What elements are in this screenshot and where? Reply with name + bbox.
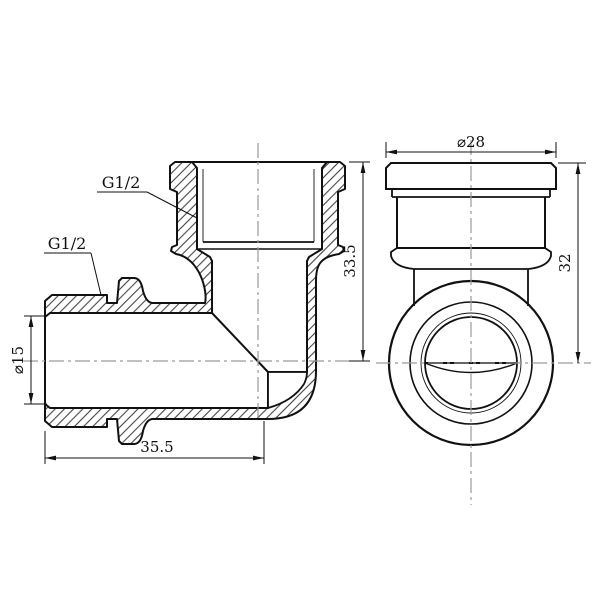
- centerlines: [23, 140, 591, 505]
- socket-skirt: [390, 247, 552, 270]
- leader-thread-top: [97, 191, 198, 219]
- socket-diameter-text: ⌀28: [457, 133, 485, 151]
- thread-label-top: G1/2: [102, 173, 141, 192]
- dim-body-length: [44, 421, 265, 464]
- leader-thread-side: [44, 252, 102, 296]
- arrow-left-icon: [386, 149, 397, 155]
- dim-side-height: [558, 162, 586, 363]
- bore-back-edge-arc: [424, 362, 518, 374]
- arrow-down-icon: [28, 393, 34, 404]
- body-length-text: 35.5: [140, 438, 173, 456]
- body-height-text: 33.5: [341, 244, 359, 277]
- arrow-up-icon: [28, 316, 34, 327]
- neck-walls: [413, 269, 529, 306]
- dim-body-height: [349, 161, 370, 362]
- arrow-down-icon: [360, 350, 366, 361]
- arrow-right-icon: [545, 149, 556, 155]
- corner-pocket: [267, 371, 308, 409]
- dim-socket-diameter: [385, 142, 557, 158]
- arrow-down-icon: [575, 352, 581, 363]
- bore-diameter-text: ⌀15: [9, 346, 27, 374]
- arrow-left-icon: [45, 455, 56, 461]
- arrow-up-icon: [575, 163, 581, 174]
- side-height-text: 32: [556, 253, 574, 272]
- bore-transition-edge: [211, 312, 269, 373]
- arrow-right-icon: [253, 455, 264, 461]
- section-view-elbow: [44, 161, 346, 445]
- dim-bore-diameter: [24, 315, 47, 405]
- arrow-up-icon: [360, 162, 366, 173]
- dimension-lines: [24, 142, 586, 464]
- thread-label-side: G1/2: [48, 234, 87, 253]
- annotation-text: G1/2 G1/2 ⌀15 35.5 33.5 ⌀28 32: [9, 133, 574, 456]
